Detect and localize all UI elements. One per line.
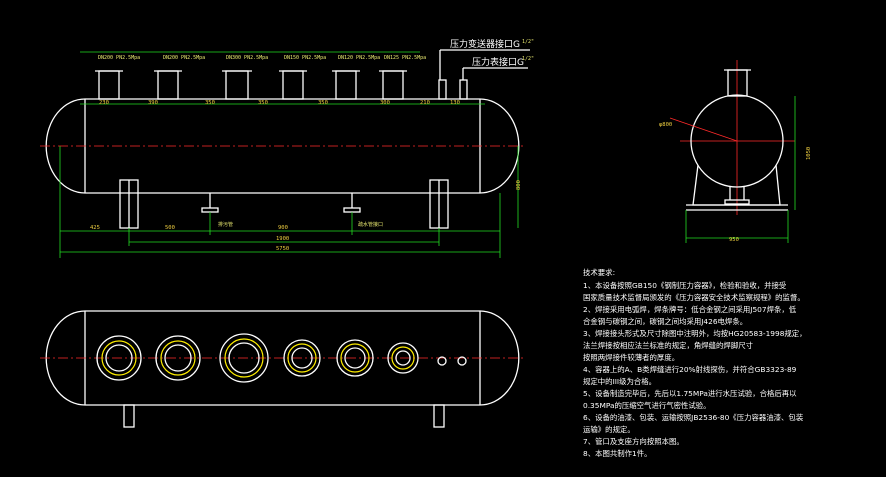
flange-1 bbox=[96, 335, 142, 381]
top-dim-3: 350 bbox=[205, 100, 215, 106]
small-nozzles bbox=[437, 356, 467, 366]
note-line-5: 3、焊接接头形式及尺寸除图中注明外，均按HG20583-1998规定， bbox=[583, 329, 807, 338]
nozzle-label-3: DN300 PN2.5Mpa bbox=[226, 55, 268, 61]
flange-3 bbox=[219, 333, 269, 383]
note-line-12: 6、设备的油漆、包装、运输按照JB2536-80《压力容器油漆、包装 bbox=[583, 413, 804, 422]
dim-b: 900 bbox=[278, 225, 288, 231]
callout-transmitter: 压力变送器接口G bbox=[450, 38, 520, 50]
drain-label-right: 疏水管接口 bbox=[358, 221, 383, 228]
nozzle-6 bbox=[382, 70, 404, 100]
note-line-6: 法兰焊接按相应法兰标准的规定，角焊缝的焊脚尺寸 bbox=[583, 341, 753, 350]
top-dim-7: 210 bbox=[420, 100, 430, 106]
top-dim-6: 300 bbox=[380, 100, 390, 106]
side-shell bbox=[690, 94, 784, 188]
nozzle-5 bbox=[335, 70, 357, 100]
top-dim-8: 130 bbox=[450, 100, 460, 106]
top-dim-1: 230 bbox=[99, 100, 109, 106]
side-elevation: φ800 950 1050 bbox=[659, 60, 812, 243]
note-line-15: 8、本图共制作1件。 bbox=[583, 449, 652, 458]
note-line-3: 2、焊接采用电弧焊，焊条牌号：低合金钢之间采用J507焊条，低 bbox=[583, 305, 797, 314]
note-line-8: 4、容器上的A、B类焊缝进行20%射线探伤，并符合GB3323-89 bbox=[583, 365, 797, 374]
top-dim-2: 390 bbox=[148, 100, 158, 106]
note-line-11: 0.35MPa的压缩空气进行气密性试验。 bbox=[583, 401, 711, 410]
nozzle-label-2: DN200 PN2.5Mpa bbox=[163, 55, 205, 61]
nozzle-7 bbox=[438, 79, 447, 100]
side-height: 1050 bbox=[806, 147, 812, 160]
flange-5 bbox=[336, 339, 374, 377]
note-line-4: 合金钢与碳钢之间，碳钢之间均采用J426电焊条。 bbox=[583, 317, 747, 326]
note-line-2: 国家质量技术监督局颁发的《压力容器安全技术监察规程》的监督。 bbox=[583, 293, 805, 302]
side-width: 950 bbox=[729, 237, 739, 243]
bottom-drains bbox=[201, 193, 361, 213]
note-line-14: 7、管口及支座方向按照本图。 bbox=[583, 437, 684, 446]
nozzle-8 bbox=[459, 79, 468, 100]
nozzle-1 bbox=[98, 70, 120, 100]
side-diameter: φ800 bbox=[659, 122, 672, 128]
dim-support-span: 1900 bbox=[276, 236, 289, 242]
technical-notes: 技术要求: 1、本设备按照GB150《钢制压力容器》，检验和验收，并接受 国家质… bbox=[583, 268, 807, 458]
callout-gauge-size: 1/2" bbox=[522, 56, 534, 62]
dim-a: 500 bbox=[165, 225, 175, 231]
drain-label-left: 排污管 bbox=[218, 221, 233, 228]
flange-6 bbox=[387, 342, 419, 374]
note-line-7: 按照两焊接件较薄者的厚度。 bbox=[583, 353, 679, 362]
flange-4 bbox=[283, 339, 321, 377]
nozzle-2 bbox=[157, 70, 179, 100]
plan-view bbox=[40, 310, 525, 428]
note-line-10: 5、设备制造完毕后，先后以1.75MPa进行水压试验，合格后再以 bbox=[583, 389, 797, 398]
note-line-9: 规定中的III级为合格。 bbox=[583, 377, 656, 386]
front-elevation: DN200 PN2.5Mpa DN200 PN2.5Mpa DN300 PN2.… bbox=[40, 38, 534, 258]
note-line-1: 1、本设备按照GB150《钢制压力容器》，检验和验收，并接受 bbox=[583, 281, 786, 290]
top-dim-4: 350 bbox=[258, 100, 268, 106]
saddle-supports bbox=[119, 179, 449, 229]
nozzle-label-6: DN125 PN2.5Mpa bbox=[384, 55, 426, 61]
top-nozzles bbox=[98, 70, 468, 100]
note-line-13: 运输》的规定。 bbox=[583, 425, 635, 434]
nozzle-label-1: DN200 PN2.5Mpa bbox=[98, 55, 140, 61]
callout-gauge: 压力表接口G bbox=[472, 56, 524, 68]
nozzle-4 bbox=[282, 70, 304, 100]
dim-overall: 5750 bbox=[276, 246, 289, 252]
dim-left-offset: 425 bbox=[90, 225, 100, 231]
notes-title: 技术要求: bbox=[583, 268, 615, 277]
flange-2 bbox=[155, 335, 201, 381]
top-dim-5: 350 bbox=[318, 100, 328, 106]
nozzle-3 bbox=[225, 70, 249, 100]
callout-transmitter-size: 1/2" bbox=[522, 39, 534, 45]
dim-height: 800 bbox=[516, 180, 522, 190]
nozzle-label-5: DN120 PN2.5Mpa bbox=[338, 55, 380, 61]
nozzle-label-4: DN150 PN2.5Mpa bbox=[284, 55, 326, 61]
